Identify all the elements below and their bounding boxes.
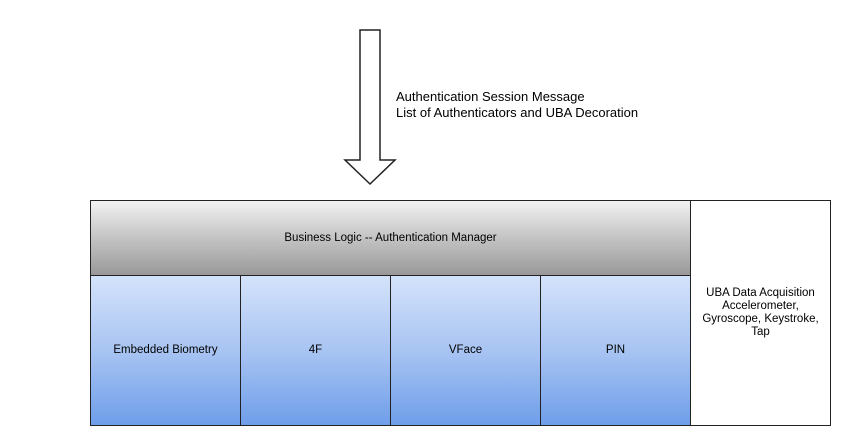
uba-label: UBA Data Acquisition Accelerometer, Gyro… (696, 287, 824, 339)
authenticator-4f: 4F (240, 275, 391, 426)
uba-line-4: Tap (751, 326, 770, 338)
uba-line-3: Gyroscope, Keystroke, (702, 313, 819, 325)
authenticator-label: PIN (605, 344, 626, 356)
uba-line-2: Accelerometer, (722, 300, 799, 312)
uba-line-1: UBA Data Acquisition (706, 287, 815, 299)
down-arrow-icon (343, 29, 397, 186)
session-message-label: Authentication Session Message List of A… (396, 89, 638, 121)
session-message-line-1: Authentication Session Message (396, 89, 585, 104)
business-logic-box: Business Logic -- Authentication Manager (90, 200, 691, 276)
authenticator-label: VFace (448, 344, 483, 356)
uba-data-acquisition-box: UBA Data Acquisition Accelerometer, Gyro… (690, 200, 831, 426)
authenticator-embedded-biometry: Embedded Biometry (90, 275, 241, 426)
authenticator-label: Embedded Biometry (113, 344, 218, 356)
session-message-line-2: List of Authenticators and UBA Decoratio… (396, 105, 639, 120)
authenticator-pin: PIN (540, 275, 691, 426)
authenticator-label: 4F (308, 344, 323, 356)
authenticator-vface: VFace (390, 275, 541, 426)
business-logic-label: Business Logic -- Authentication Manager (284, 231, 497, 244)
